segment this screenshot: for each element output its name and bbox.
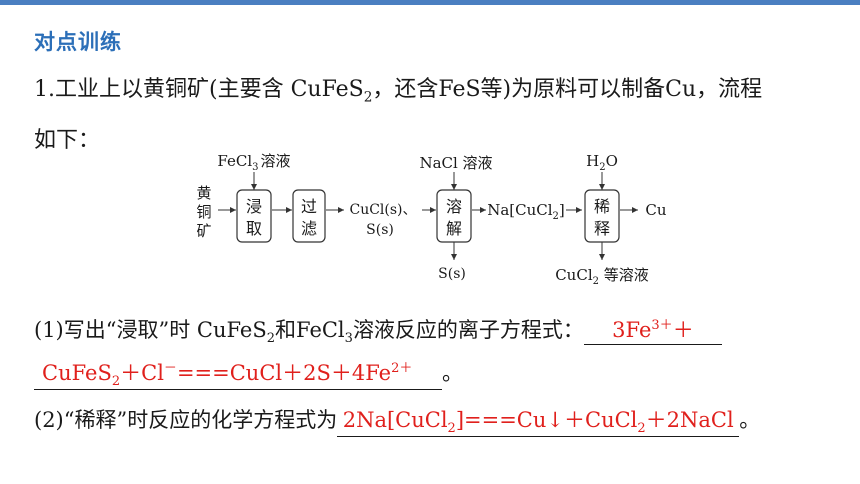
- subquestion-2-prompt: (2)“稀释”时反应的化学方程式为: [34, 408, 338, 432]
- reagent-water-label: H2O: [586, 152, 618, 173]
- subquestion-1-end-punct: 。: [442, 361, 463, 385]
- dissolve-step-box: [436, 189, 472, 243]
- leach-step-char-1: 浸: [246, 197, 262, 216]
- subquestion-2-end-punct: 。: [739, 408, 761, 432]
- intermediate-cucl-label: CuCl(s)、: [349, 202, 416, 218]
- leach-step-char-2: 取: [246, 219, 262, 238]
- dilute-step-char-1: 稀: [594, 197, 610, 216]
- raw-material-char-3: 矿: [196, 222, 211, 240]
- intermediate-sulfur-label: S(s): [366, 222, 394, 238]
- raw-material-char-1: 黄: [196, 184, 211, 202]
- subquestion-1-prompt: (1)写出“浸取”时 CuFeS2和FeCl3溶液反应的离子方程式：: [34, 318, 584, 347]
- filter-step-char-2: 滤: [301, 219, 317, 238]
- question-1-intro: 1.工业上以黄铜矿(主要含 CuFeS2，还含FeS等)为原料可以制备Cu，流程…: [34, 68, 834, 163]
- filter-step-char-1: 过: [301, 197, 317, 216]
- subquestion-1-line-1: (1)写出“浸取”时 CuFeS2和FeCl3溶液反应的离子方程式：3Fe3＋＋: [34, 314, 722, 346]
- byproduct-label: CuCl2 等溶液: [555, 266, 649, 287]
- dissolve-residue-label: S(s): [438, 266, 466, 282]
- section-heading: 对点训练: [34, 30, 122, 54]
- dilute-step-char-2: 释: [594, 219, 610, 238]
- filter-step-box: [292, 189, 326, 243]
- product-complex-label: Na[CuCl2]: [487, 201, 565, 222]
- question-1-line-2: 如下：: [34, 128, 101, 154]
- final-product-label: Cu: [645, 201, 666, 219]
- reagent-nacl-label: NaCl 溶液: [419, 154, 492, 172]
- raw-material-char-2: 铜: [196, 203, 211, 221]
- dissolve-step-char-2: 解: [446, 219, 462, 238]
- question-1-line-1: 1.工业上以黄铜矿(主要含 CuFeS2，还含FeS等)为原料可以制备Cu，流程: [34, 77, 763, 106]
- subquestion-1-line-2: CuFeS2＋Cl－===CuCl＋2S＋4Fe2＋。: [34, 357, 463, 391]
- subquestion-2-answer-blank: 2Na[CuCl2]===Cu↓＋CuCl2＋2NaCl: [337, 404, 740, 438]
- top-accent-bar: [0, 0, 860, 5]
- subquestion-1-answer-blank-1: 3Fe3＋＋: [583, 314, 722, 345]
- dissolve-step-char-1: 溶: [446, 197, 462, 216]
- leach-step-box: [236, 189, 272, 243]
- subquestion-1-answer-blank-2: CuFeS2＋Cl－===CuCl＋2S＋4Fe2＋: [34, 357, 442, 391]
- dilute-step-box: [584, 189, 620, 243]
